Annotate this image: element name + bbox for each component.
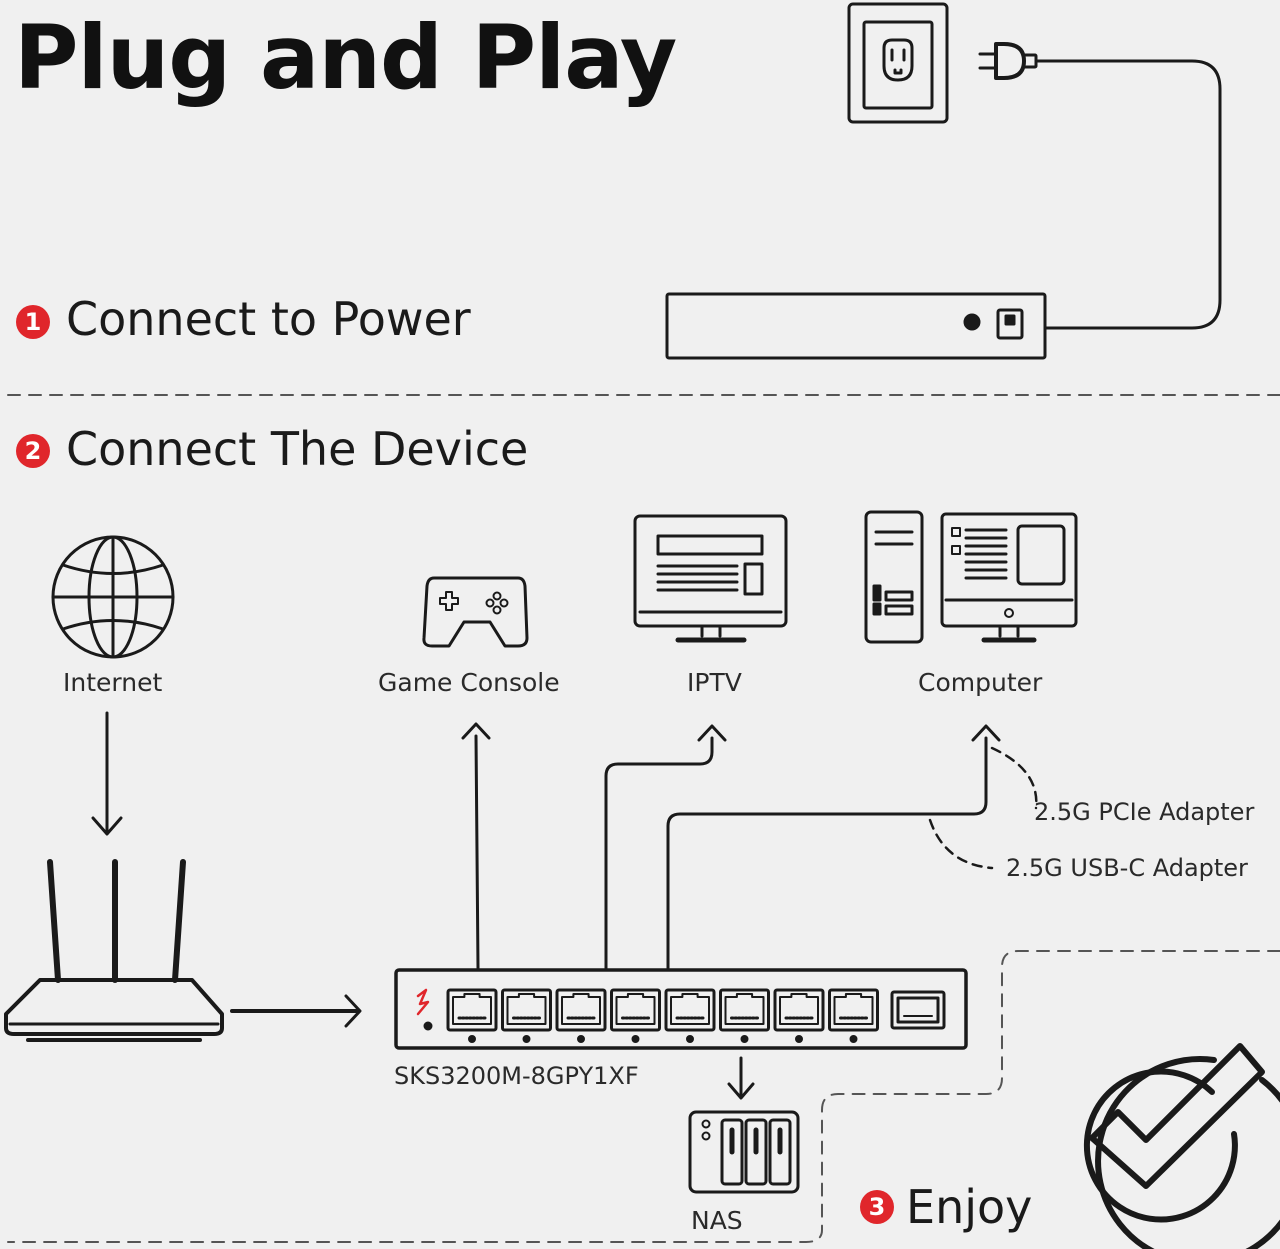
desktop-computer-icon xyxy=(864,510,1078,644)
nas-label: NAS xyxy=(691,1206,743,1235)
internet-label: Internet xyxy=(63,668,163,697)
globe-icon xyxy=(51,535,175,659)
switch-rear-view xyxy=(665,292,1047,360)
pcie-adapter-link xyxy=(990,746,1038,810)
power-cable xyxy=(1034,59,1222,330)
game-console-icon xyxy=(422,576,529,648)
computer-label: Computer xyxy=(918,668,1043,697)
step-3-label: Enjoy xyxy=(906,1180,1033,1234)
tv-icon xyxy=(633,514,788,643)
switch-front-view xyxy=(394,968,968,1050)
enjoy-section-border xyxy=(7,950,1280,1243)
switch-model-label: SKS3200M-8GPY1XF xyxy=(394,1062,639,1090)
power-outlet-icon xyxy=(847,2,949,124)
step-1-badge: 1 xyxy=(16,305,50,339)
step-3-badge: 3 xyxy=(860,1190,894,1224)
cable-game-console xyxy=(474,734,480,970)
rj45-port xyxy=(773,988,825,1043)
rj45-port xyxy=(501,988,552,1043)
router-icon xyxy=(4,859,224,1042)
iptv-label: IPTV xyxy=(687,668,742,697)
pcie-adapter-label: 2.5G PCIe Adapter xyxy=(1034,798,1255,826)
cable-computer xyxy=(666,736,988,970)
game-console-label: Game Console xyxy=(378,668,560,697)
power-plug-icon xyxy=(978,42,1038,80)
checkmark-icon xyxy=(1083,1043,1280,1249)
rj45-port xyxy=(664,988,716,1043)
cable-iptv xyxy=(604,736,714,970)
rj45-port xyxy=(828,988,879,1043)
rj45-port xyxy=(446,988,498,1043)
usbc-adapter-label: 2.5G USB-C Adapter xyxy=(1006,854,1248,882)
usbc-adapter-link xyxy=(928,818,994,870)
rj45-port xyxy=(610,988,661,1043)
step-1-label: Connect to Power xyxy=(66,292,471,346)
rj45-port xyxy=(555,988,607,1043)
nas-icon xyxy=(688,1110,800,1194)
step-2-label: Connect The Device xyxy=(66,422,529,476)
step-2-badge: 2 xyxy=(16,434,50,468)
rj45-port xyxy=(719,988,770,1043)
page-title: Plug and Play xyxy=(14,6,677,109)
